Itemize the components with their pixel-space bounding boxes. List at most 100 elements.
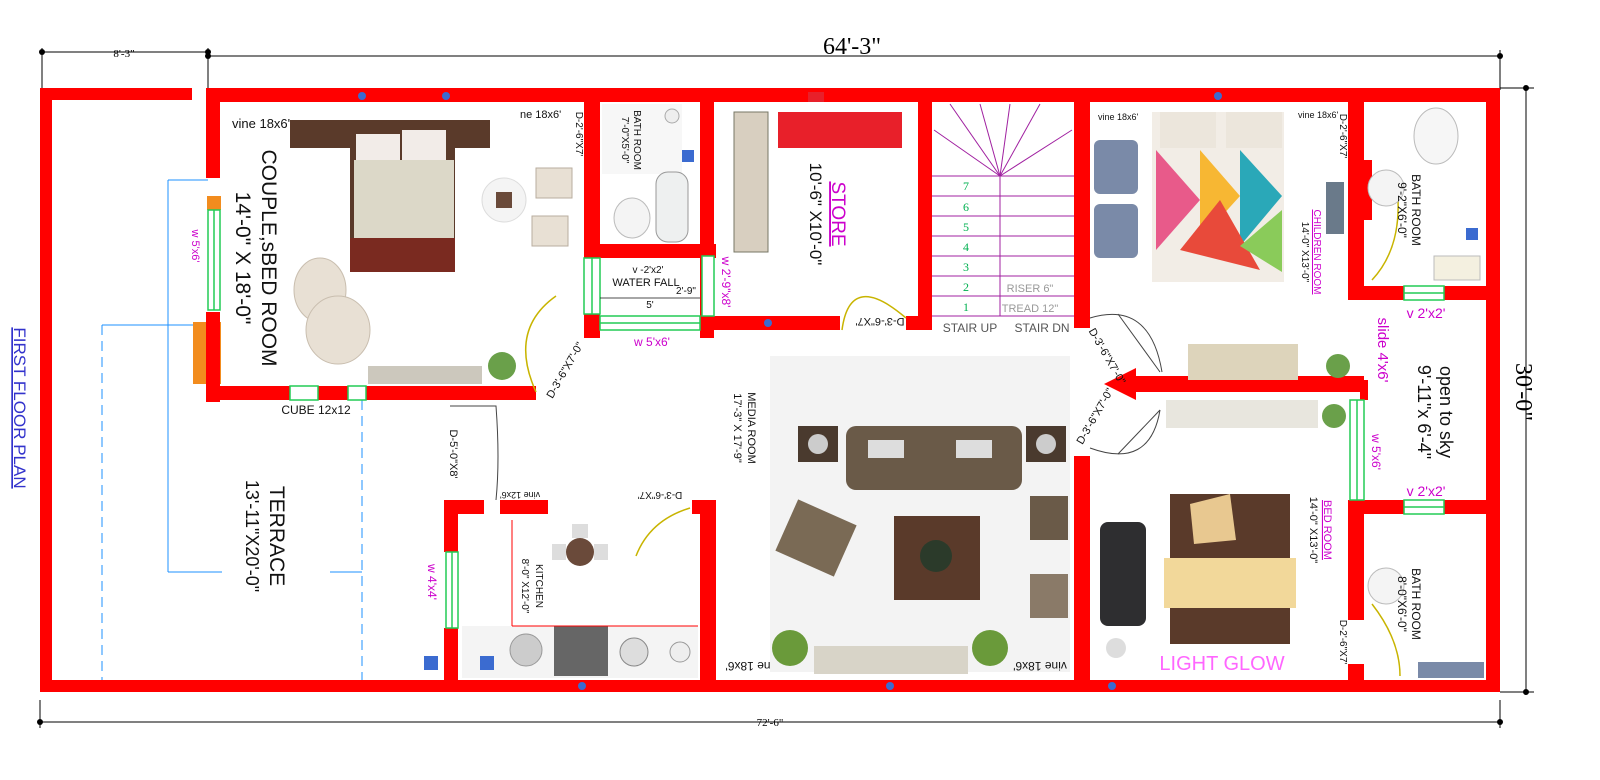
dimension-lines: [39, 48, 1534, 728]
bath2-name: BATH ROOM: [1409, 174, 1423, 246]
doors: [524, 199, 1401, 677]
store-rack-2: [778, 112, 902, 148]
stair-numbers: 1 2 3 4 5 6 7: [963, 179, 969, 314]
dimension-top-total: 64'-3": [823, 34, 881, 60]
plant-mid-2: [1322, 404, 1346, 428]
slide-label: slide 4'x6': [1374, 318, 1391, 383]
windows: [207, 209, 1445, 629]
couple-bed: [290, 120, 490, 272]
media-room-size: 17'-3" X 17'-9": [731, 393, 743, 463]
stair-step-7: 7: [963, 179, 969, 193]
door-label-kitchen: D-3'-6"X7': [638, 489, 683, 500]
v-label-bath2: v 2'x2': [1407, 305, 1446, 321]
vine-label-4: vine 18x6': [1298, 110, 1339, 120]
store-name: STORE: [827, 181, 848, 246]
media-tv-unit: [814, 646, 968, 674]
cube-label: CUBE 12x12: [281, 403, 351, 417]
window-bed1-frame-orange: [207, 196, 221, 210]
store-top-marker: [808, 92, 824, 102]
stair-step-2: 2: [963, 280, 969, 294]
media-room-name: MEDIA ROOM: [745, 392, 757, 464]
bed-room-name: BED ROOM: [1321, 500, 1333, 560]
media-pouf-2: [1030, 574, 1068, 618]
media-plant-2: [972, 630, 1008, 666]
door-label-bed1: D-3'-6"X7'-0": [545, 340, 587, 400]
waterfall-label: WATER FALL: [612, 277, 679, 289]
children-bed: [1152, 112, 1284, 282]
stair-dn-label: STAIR DN: [1014, 321, 1069, 335]
dimension-top-left: 8'-3": [113, 48, 134, 60]
electrical-points: [358, 92, 1222, 690]
media-sofa: [798, 426, 1066, 490]
window-label-bed1: w 5'x6': [189, 229, 201, 263]
stair-step-6: 6: [963, 200, 969, 214]
doors-black: [450, 313, 1163, 501]
dimension-ticks: [37, 49, 1529, 725]
store-size: 10'-6" X10'-0": [806, 163, 825, 266]
v-label-bath3: v 2'x2': [1407, 483, 1446, 499]
window-label-store: w 2'-9"x8': [719, 256, 733, 308]
vine-label-6: ne 18x6': [726, 659, 771, 673]
couple-bedroom-size: 14'-0" X 18'-0": [231, 192, 254, 325]
riser-label: RISER 6": [1007, 283, 1054, 295]
door-label-store: D-3'-6"X7': [855, 315, 904, 327]
vine-label-5: vine 12x6': [500, 490, 541, 500]
door-label-bath2: D-2'-6"X7': [1337, 114, 1348, 159]
bath2-size: 9'-2"X6'-0": [1395, 182, 1409, 238]
tv-unit-bedroom: [368, 366, 482, 384]
stair-step-1: 1: [963, 300, 969, 314]
bath1-size: 7'-0"X5'-0": [619, 117, 630, 164]
kitchen-fixtures: [424, 524, 698, 678]
terrace-lines: [101, 179, 363, 684]
waterfall-height: 2'-9": [676, 286, 696, 297]
open-to-sky-name: open to sky: [1436, 366, 1456, 458]
tea-table-bedroom: [481, 167, 573, 247]
plant-bedroom: [488, 352, 516, 380]
bedroom-2-side: [1106, 638, 1126, 658]
media-plant-1: [772, 630, 808, 666]
store-rack-1: [733, 111, 769, 253]
dimension-bottom-total: 72'-6": [757, 717, 784, 729]
stair-step-5: 5: [963, 220, 969, 234]
children-wardrobe: [1326, 182, 1344, 234]
window-label-bath1: w 5'x6': [633, 335, 670, 349]
waterfall: v -2'x2' WATER FALL 5' 2'-9": [600, 265, 700, 311]
stair-up-label: STAIR UP: [943, 321, 997, 335]
terrace-name: TERRACE: [265, 486, 288, 586]
armchair-bedroom: [293, 257, 371, 365]
vine-label-3: vine 18x6': [1098, 112, 1139, 122]
children-room-size: 14'-0" X13'-0": [1299, 222, 1310, 283]
kitchen-size: 8'-0" X12'-0": [519, 559, 530, 614]
bath3-name: BATH ROOM: [1409, 568, 1423, 640]
terrace-size: 13'-11"X20'-0": [242, 480, 262, 592]
plant-mid-1: [1326, 354, 1350, 378]
children-tv-unit: [1188, 344, 1298, 380]
door-label-bath3: D-2'-6"X7': [1337, 620, 1348, 665]
staircase: [932, 103, 1074, 317]
media-armchair: [775, 499, 857, 577]
walls: [40, 88, 1500, 692]
vine-label-2: ne 18x6': [520, 109, 561, 121]
bath3-size: 8'-0"X6'-0": [1395, 576, 1409, 632]
bed-room-size: 14'-0" X13'-0": [1307, 497, 1319, 564]
stair-step-3: 3: [963, 260, 969, 274]
kitchen-name: KITCHEN: [533, 564, 544, 608]
vine-label-1: vine 18x6': [232, 116, 290, 131]
open-to-sky-size: 9'-11"x 6'-4": [1414, 365, 1434, 459]
bath3-fixtures: [1367, 567, 1484, 678]
plan-title: FIRST FLOOR PLAN: [10, 327, 29, 488]
waterfall-v-label: v -2'x2': [632, 265, 663, 276]
stair-step-4: 4: [963, 240, 969, 254]
bedroom-2-bed: [1164, 494, 1296, 644]
tread-label: TREAD 12": [1002, 303, 1059, 315]
door-label-bath1: D-2'-6"X7': [573, 112, 584, 157]
bath1-name: BATH ROOM: [631, 110, 642, 170]
bath1-fixtures: [602, 104, 694, 243]
children-sofa: [1094, 140, 1138, 258]
door-label-terrace: D-5'-0"X8': [447, 429, 459, 478]
window-label-ots: w 5'x6': [1369, 433, 1383, 470]
dimension-right-total: 30'-0": [1510, 363, 1536, 421]
waterfall-width: 5': [646, 300, 654, 311]
vine-label-7: vine 18x6': [1013, 659, 1067, 673]
